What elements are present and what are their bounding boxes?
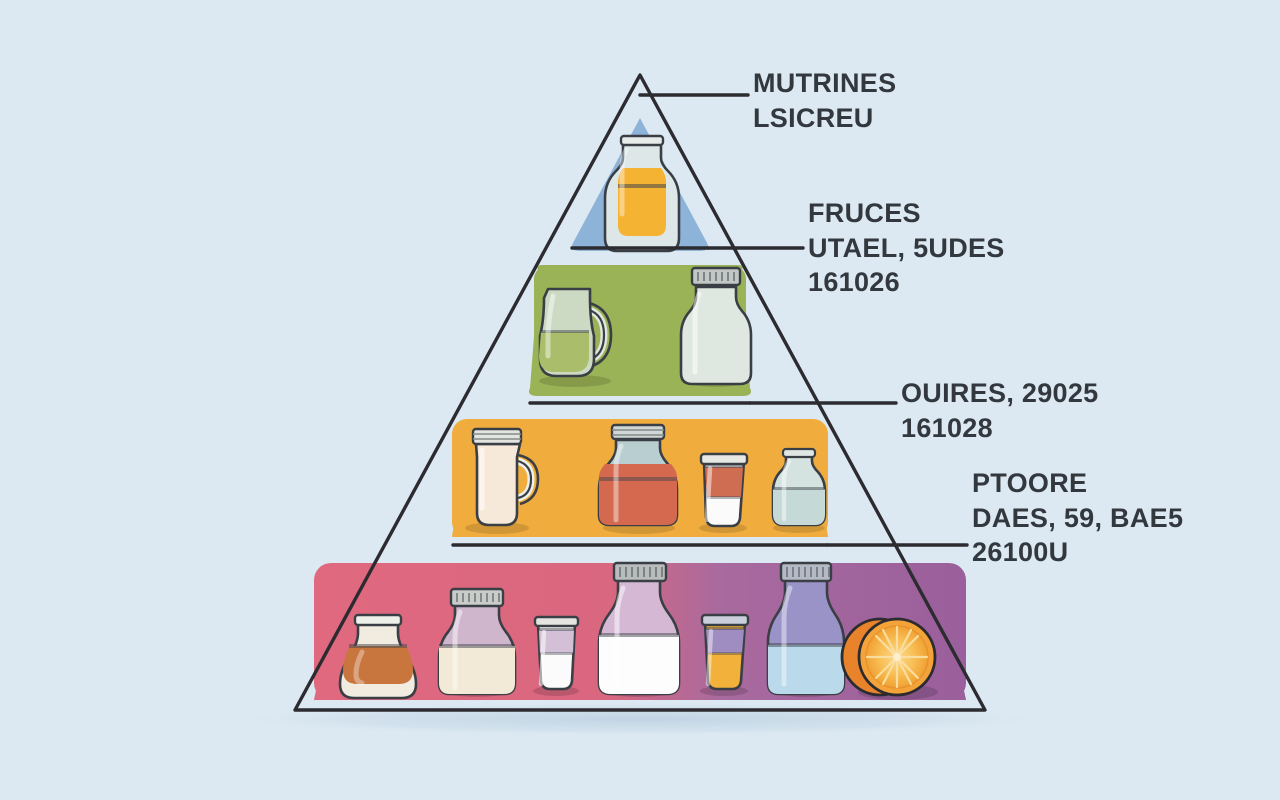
item-capped-milk-bottle xyxy=(679,266,753,387)
callout-second-line2: UTAEL, 5UDES xyxy=(808,232,1005,263)
callout-base-line2: DAES, 59, BAE5 xyxy=(972,502,1184,533)
item-orange-slice xyxy=(840,617,938,700)
callout-second-line1: FRUCES xyxy=(808,198,921,228)
callout-second-line3: 161026 xyxy=(808,267,900,298)
callout-third: OUIRES, 29025 161028 xyxy=(901,376,1099,445)
item-layered-drinking-glass xyxy=(699,452,749,533)
callout-base: PTOORE DAES, 59, BAE5 26100U xyxy=(972,466,1183,570)
item-orange-juice-glass xyxy=(700,613,750,696)
item-large-milk-bottle xyxy=(597,561,681,697)
callout-third-line2: 161028 xyxy=(901,412,993,443)
callout-base-line1: PTOORE xyxy=(972,468,1088,498)
item-small-jar xyxy=(771,447,827,533)
pyramid-outline xyxy=(293,73,987,712)
item-orange-juice-bottle xyxy=(603,134,681,253)
item-syrup-jar xyxy=(338,613,418,700)
callout-base-line3: 26100U xyxy=(972,537,1069,568)
item-tall-cream-bottle xyxy=(437,587,517,697)
item-blue-milk-bottle xyxy=(766,561,846,697)
ground-shadow xyxy=(222,702,1058,736)
item-cream-jug xyxy=(465,427,540,534)
item-glass-pitcher xyxy=(538,287,613,387)
leader-lines xyxy=(638,93,969,547)
callout-apex: MUTRINES LSICREU xyxy=(753,66,896,135)
item-small-milk-glass xyxy=(533,615,580,696)
callout-apex-line2: LSICREU xyxy=(753,102,874,133)
callout-second: FRUCES UTAEL, 5UDES 161026 xyxy=(808,196,1005,300)
item-tomato-juice-bottle xyxy=(597,423,679,534)
callout-apex-line1: MUTRINES xyxy=(753,68,897,98)
callout-third-line1: OUIRES, 29025 xyxy=(901,378,1099,408)
